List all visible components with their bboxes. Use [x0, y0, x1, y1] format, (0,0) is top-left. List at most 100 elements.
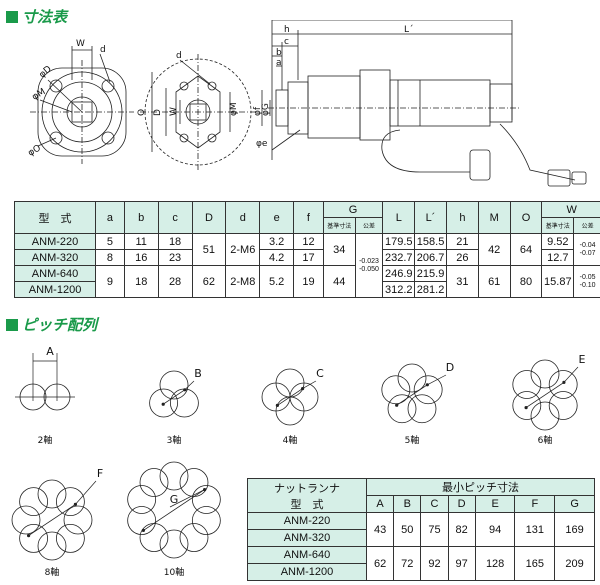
drawing2-label-phim: φM — [229, 102, 239, 116]
pitch-header-model-line1: ナットランナ — [274, 482, 340, 495]
row1-w: 9.52 — [541, 233, 575, 250]
row1-e: 3.2 — [259, 233, 295, 250]
side-label-h: h — [284, 25, 290, 35]
pitch-axis-label: 10軸 — [164, 566, 184, 578]
spindle-circle — [55, 487, 85, 517]
row1-lp: 158.5 — [414, 233, 447, 250]
pitch-header-group: 最小ピッチ寸法 — [366, 478, 595, 496]
pitch-dim-line — [525, 382, 565, 408]
spindle-circle — [530, 359, 560, 389]
spindle-circle — [37, 531, 67, 561]
pitch-dim-arrow-end — [301, 387, 305, 391]
g-tolerance: -0.023-0.050 — [354, 233, 384, 298]
pitch-dim-label: A — [46, 345, 54, 358]
square-bullet-icon — [6, 318, 18, 331]
row2-model: ANM-320 — [13, 249, 97, 266]
header-e: e — [259, 201, 295, 234]
pitch-dim-line — [277, 388, 303, 406]
row1-l: 179.5 — [382, 233, 416, 250]
side-label-b: b — [276, 48, 282, 58]
dimensions-title-text: 寸法表 — [22, 8, 68, 26]
pitch-col-d: D — [447, 495, 476, 513]
spindle-circle — [548, 391, 578, 420]
pitch-g2-a: 62 — [365, 546, 395, 581]
spindle-circle — [530, 401, 560, 431]
pitch-diagram-7 — [127, 461, 221, 559]
row2-h: 26 — [445, 249, 479, 266]
group1-d-dim: 51 — [191, 233, 227, 266]
row2-e: 4.2 — [259, 249, 295, 266]
group1-m: 42 — [477, 233, 511, 266]
table-subheader-row: 基準寸法 公差 基準寸法 公差 — [15, 217, 600, 234]
spindle-circle — [179, 523, 209, 552]
row4-l: 312.2 — [382, 281, 416, 298]
row1-h: 21 — [445, 233, 479, 250]
side-label-phig: φG — [261, 103, 271, 116]
row2-b: 16 — [123, 249, 159, 266]
row4-lp: 281.2 — [414, 281, 447, 298]
square-bullet-icon — [6, 10, 18, 23]
pitch-g1-g: 169 — [554, 512, 595, 547]
pitch-diagram-4 — [381, 363, 443, 424]
table-row: ANM-220 5 11 18 51 2-M6 3.2 12 34 -0.023… — [13, 233, 600, 298]
group2-h: 31 — [445, 265, 479, 298]
pitch-g2-d: 97 — [447, 546, 476, 581]
side-label-a: a — [276, 58, 282, 68]
row2-f: 17 — [293, 249, 324, 266]
row1-a: 5 — [95, 233, 125, 250]
group2-w-tolerance: -0.05-0.10 — [573, 265, 600, 298]
drawing2-label-d-dim: D — [153, 109, 163, 116]
spindle-circle — [139, 468, 169, 497]
header-g-base: 基準寸法 — [322, 217, 356, 234]
header-l: L — [382, 201, 416, 234]
spindle-circle — [512, 370, 542, 399]
pitch-g2-f: 165 — [514, 546, 556, 581]
row2-c: 23 — [157, 249, 193, 266]
group1-w-tol-upper: -0.04 — [579, 241, 596, 249]
pitch-dim-leader — [427, 374, 447, 386]
pitch-model-1: ANM-220 — [247, 512, 367, 530]
pitch-col-c: C — [420, 495, 449, 513]
pitch-dim-leader — [302, 380, 317, 389]
pitch-dim-label: F — [97, 467, 103, 480]
pitch-dim-leader — [169, 489, 205, 508]
pitch-subheader-row: A B C D E F G — [248, 495, 595, 513]
pitch-g2-g: 209 — [554, 546, 595, 581]
header-model: 型 式 — [13, 201, 97, 234]
row1-b: 11 — [123, 233, 159, 250]
group1-g: 34 — [322, 233, 356, 266]
spindle-circle — [63, 505, 93, 535]
spindle-circle — [512, 391, 542, 420]
group2-f: 19 — [293, 265, 324, 298]
pitch-dim-label: C — [316, 367, 324, 380]
group2-e: 5.2 — [259, 265, 295, 298]
pitch-axis-label: 3軸 — [167, 434, 182, 446]
drawing-label-w: W — [76, 39, 85, 49]
group2-d-dim: 62 — [191, 265, 227, 298]
pitch-dim-leader — [75, 480, 97, 505]
pitch-header-row: ナットランナ型 式 最小ピッチ寸法 — [247, 478, 595, 513]
pitch-dim-label: D — [446, 361, 454, 374]
spindle-circle — [275, 368, 305, 398]
spindle-circle — [169, 388, 199, 418]
drawing-label-phid: φD — [38, 64, 54, 80]
spindle-circle — [381, 375, 411, 405]
pitch-axis-label: 2軸 — [38, 434, 53, 446]
header-w-base: 基準寸法 — [541, 217, 575, 234]
spindle-circle — [413, 375, 443, 405]
row3-model: ANM-640 — [13, 265, 97, 282]
header-h: h — [445, 201, 479, 234]
dimensions-section-title: 寸法表 — [6, 6, 67, 27]
pitch-dim-label: B — [194, 367, 202, 380]
dimensions-table: 型 式 a b c D d e f G L L´ h M O W 基準寸法 公差… — [13, 201, 600, 298]
front-view-1 — [30, 46, 134, 164]
pitch-dim-leader — [184, 380, 195, 391]
header-d: d — [225, 201, 261, 234]
pitch-dim-arrow-start — [161, 402, 165, 406]
header-a: a — [95, 201, 125, 234]
pitch-g1-c: 75 — [420, 512, 449, 547]
table-row: ANM-1200 312.2 281.2 — [13, 281, 600, 298]
pitch-header-model: ナットランナ型 式 — [247, 478, 367, 513]
header-w: W — [541, 201, 600, 218]
